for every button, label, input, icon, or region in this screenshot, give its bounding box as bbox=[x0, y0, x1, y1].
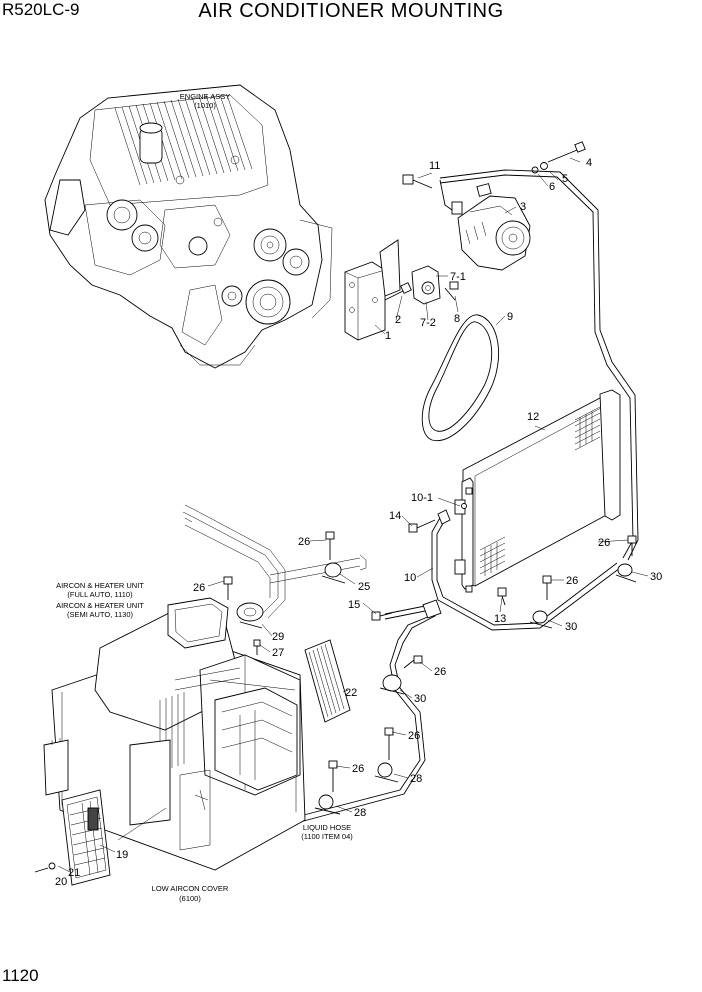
callout-14: 14 bbox=[389, 510, 401, 522]
grommet-29 bbox=[236, 602, 264, 629]
grille-19 bbox=[61, 789, 111, 886]
callout-26-e: 26 bbox=[434, 666, 446, 678]
hose-lower bbox=[299, 599, 442, 823]
callout-26-d: 26 bbox=[566, 575, 578, 587]
callout-4: 4 bbox=[586, 157, 592, 169]
compressor-bracket bbox=[344, 239, 401, 341]
bolt-26-clamp28-lower bbox=[328, 760, 338, 792]
liquid-hose-line1: LIQUID HOSE bbox=[303, 823, 351, 832]
liquid-hose-line2: (1100 ITEM 04) bbox=[301, 832, 353, 841]
condenser bbox=[454, 389, 621, 593]
engine-assembly bbox=[44, 84, 333, 369]
condenser-fins bbox=[479, 406, 601, 576]
clamp-28-lower bbox=[314, 794, 341, 815]
bolt-26-right bbox=[627, 535, 637, 556]
callout-19: 19 bbox=[116, 849, 128, 861]
bolt-13 bbox=[497, 587, 507, 606]
bolt-26-aircon bbox=[223, 576, 233, 600]
callout-21: 21 bbox=[68, 867, 80, 879]
callout-10: 10 bbox=[404, 572, 416, 584]
aircon-note-line3: AIRCON & HEATER UNIT bbox=[56, 601, 144, 610]
callout-2: 2 bbox=[395, 314, 401, 326]
bolt-26-middle bbox=[542, 575, 552, 600]
callout-10-1: 10-1 bbox=[411, 492, 433, 504]
clamp-25 bbox=[321, 562, 346, 584]
aircon-note-line1: AIRCON & HEATER UNIT bbox=[56, 581, 144, 590]
callout-30-c: 30 bbox=[414, 693, 426, 705]
low-cover-line2: (6100) bbox=[179, 894, 201, 903]
aircon-unit bbox=[43, 597, 306, 871]
callout-22: 22 bbox=[345, 687, 357, 699]
callout-26-f: 26 bbox=[408, 730, 420, 742]
clamp-30-lower bbox=[379, 674, 405, 695]
bolt-2 bbox=[384, 282, 412, 301]
clamp-28-upper bbox=[374, 762, 399, 783]
callout-11: 11 bbox=[429, 160, 440, 172]
aircon-unit-note: AIRCON & HEATER UNIT (FULL AUTO, 1110) A… bbox=[56, 581, 144, 619]
bolt-15 bbox=[371, 611, 393, 621]
callout-30-a: 30 bbox=[650, 571, 662, 583]
callout-1: 1 bbox=[385, 330, 391, 342]
callout-26-c: 26 bbox=[598, 537, 610, 549]
callout-26-a: 26 bbox=[298, 536, 310, 548]
drive-belt bbox=[421, 314, 500, 442]
callout-13: 13 bbox=[494, 613, 506, 625]
callout-27: 27 bbox=[272, 647, 284, 659]
bolt-8 bbox=[444, 281, 459, 301]
low-cover-note: LOW AIRCON COVER (6100) bbox=[152, 884, 229, 903]
callout-28-a: 28 bbox=[410, 773, 422, 785]
clamp-30-right bbox=[615, 563, 637, 583]
callout-5: 5 bbox=[562, 173, 568, 185]
tension-pulley bbox=[411, 265, 441, 305]
bolt-14 bbox=[408, 519, 436, 533]
callout-28-b: 28 bbox=[354, 807, 366, 819]
aircon-note-line4: (SEMI AUTO, 1130) bbox=[67, 610, 133, 619]
model-code: R520LC-9 bbox=[2, 0, 80, 19]
callout-15: 15 bbox=[348, 599, 360, 611]
callout-30-b: 30 bbox=[565, 621, 577, 633]
clamp-30-middle bbox=[529, 610, 553, 629]
callout-12: 12 bbox=[527, 411, 539, 423]
duct-pipes bbox=[182, 504, 367, 619]
callout-3: 3 bbox=[520, 201, 526, 213]
leader-lines bbox=[57, 157, 649, 873]
callout-29: 29 bbox=[272, 631, 284, 643]
callout-26-b: 26 bbox=[193, 582, 205, 594]
filter-22 bbox=[304, 639, 351, 723]
long-bolt-4 bbox=[531, 141, 586, 174]
engine-label-line2: (1010) bbox=[194, 101, 216, 110]
bolt-26-clamp28-upper bbox=[384, 727, 394, 760]
callout-6: 6 bbox=[549, 181, 555, 193]
callout-numbers: 11 4 5 6 3 7-1 7-2 8 2 1 9 12 10-1 14 10… bbox=[55, 157, 662, 888]
callout-7-1: 7-1 bbox=[450, 271, 466, 283]
bolt-26-lower bbox=[403, 655, 423, 669]
bolt-11 bbox=[402, 174, 433, 189]
screw-20-21 bbox=[34, 862, 56, 873]
bolt-26-clamp25 bbox=[325, 531, 335, 560]
page-number: 1120 bbox=[2, 966, 39, 985]
page-title: AIR CONDITIONER MOUNTING bbox=[198, 0, 504, 22]
bolt-27 bbox=[253, 639, 261, 655]
callout-8: 8 bbox=[454, 313, 460, 325]
callout-26-g: 26 bbox=[352, 763, 364, 775]
hoses-upper bbox=[439, 169, 639, 561]
low-cover-line1: LOW AIRCON COVER bbox=[152, 884, 229, 893]
callout-25: 25 bbox=[358, 581, 370, 593]
aircon-note-line2: (FULL AUTO, 1110) bbox=[67, 590, 133, 599]
liquid-hose-note: LIQUID HOSE (1100 ITEM 04) bbox=[301, 823, 353, 841]
engine-label-line1: ENGINE ASSY bbox=[180, 92, 230, 101]
compressor bbox=[451, 183, 531, 271]
callout-20: 20 bbox=[55, 876, 67, 888]
callout-7-2: 7-2 bbox=[420, 317, 436, 329]
callout-9: 9 bbox=[507, 311, 513, 323]
engine-cover-fins bbox=[114, 94, 253, 186]
